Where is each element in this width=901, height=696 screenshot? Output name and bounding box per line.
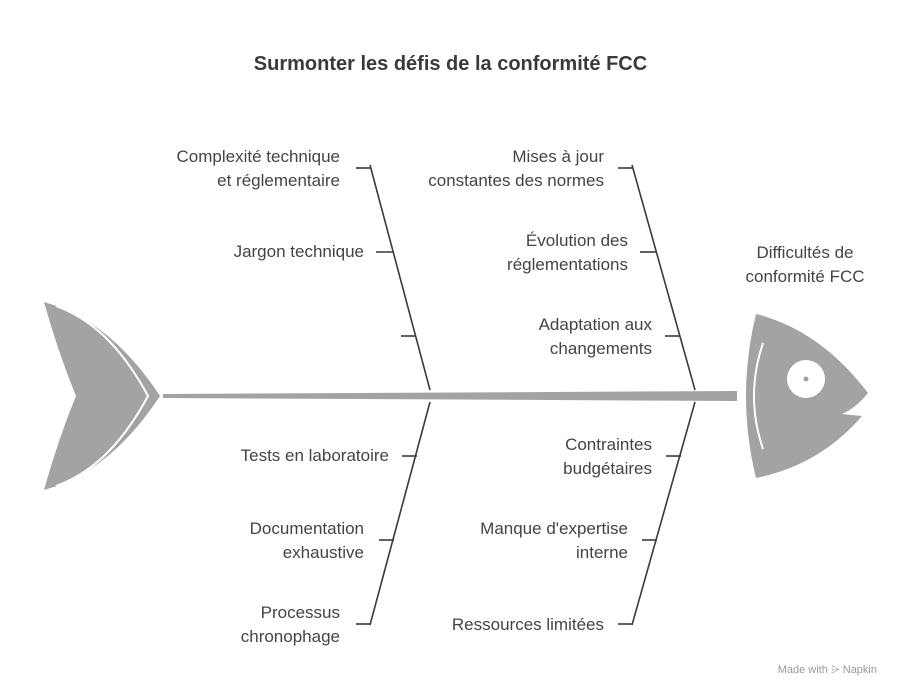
napkin-watermark: Made with ⩥ Napkin [777,664,877,676]
cause-label: Tests en laboratoire [240,446,389,465]
cause-label: Contraintes budgétaires [563,435,652,478]
cause-label: Jargon technique [233,242,364,261]
fish-tail [44,302,160,490]
bones [356,164,696,626]
tail-highlight [55,305,150,487]
cause-label: Documentation exhaustive [249,519,364,562]
gill-line [753,342,764,450]
cause-label: Complexité technique et réglementaire [176,147,340,190]
diagram-title: Surmonter les défis de la conformité FCC [253,53,648,75]
cause-label: Manque d'expertise interne [480,519,628,562]
effect-label: Difficultés de conformité FCC [745,243,865,286]
cause-label: Adaptation aux changements [538,315,652,358]
spine [163,391,737,401]
cause-label: Évolution des réglementations [507,231,628,274]
cause-label: Ressources limitées [451,615,604,634]
cause-label: Processus chronophage [240,603,340,646]
cause-label: Mises à jour constantes des normes [428,147,604,190]
